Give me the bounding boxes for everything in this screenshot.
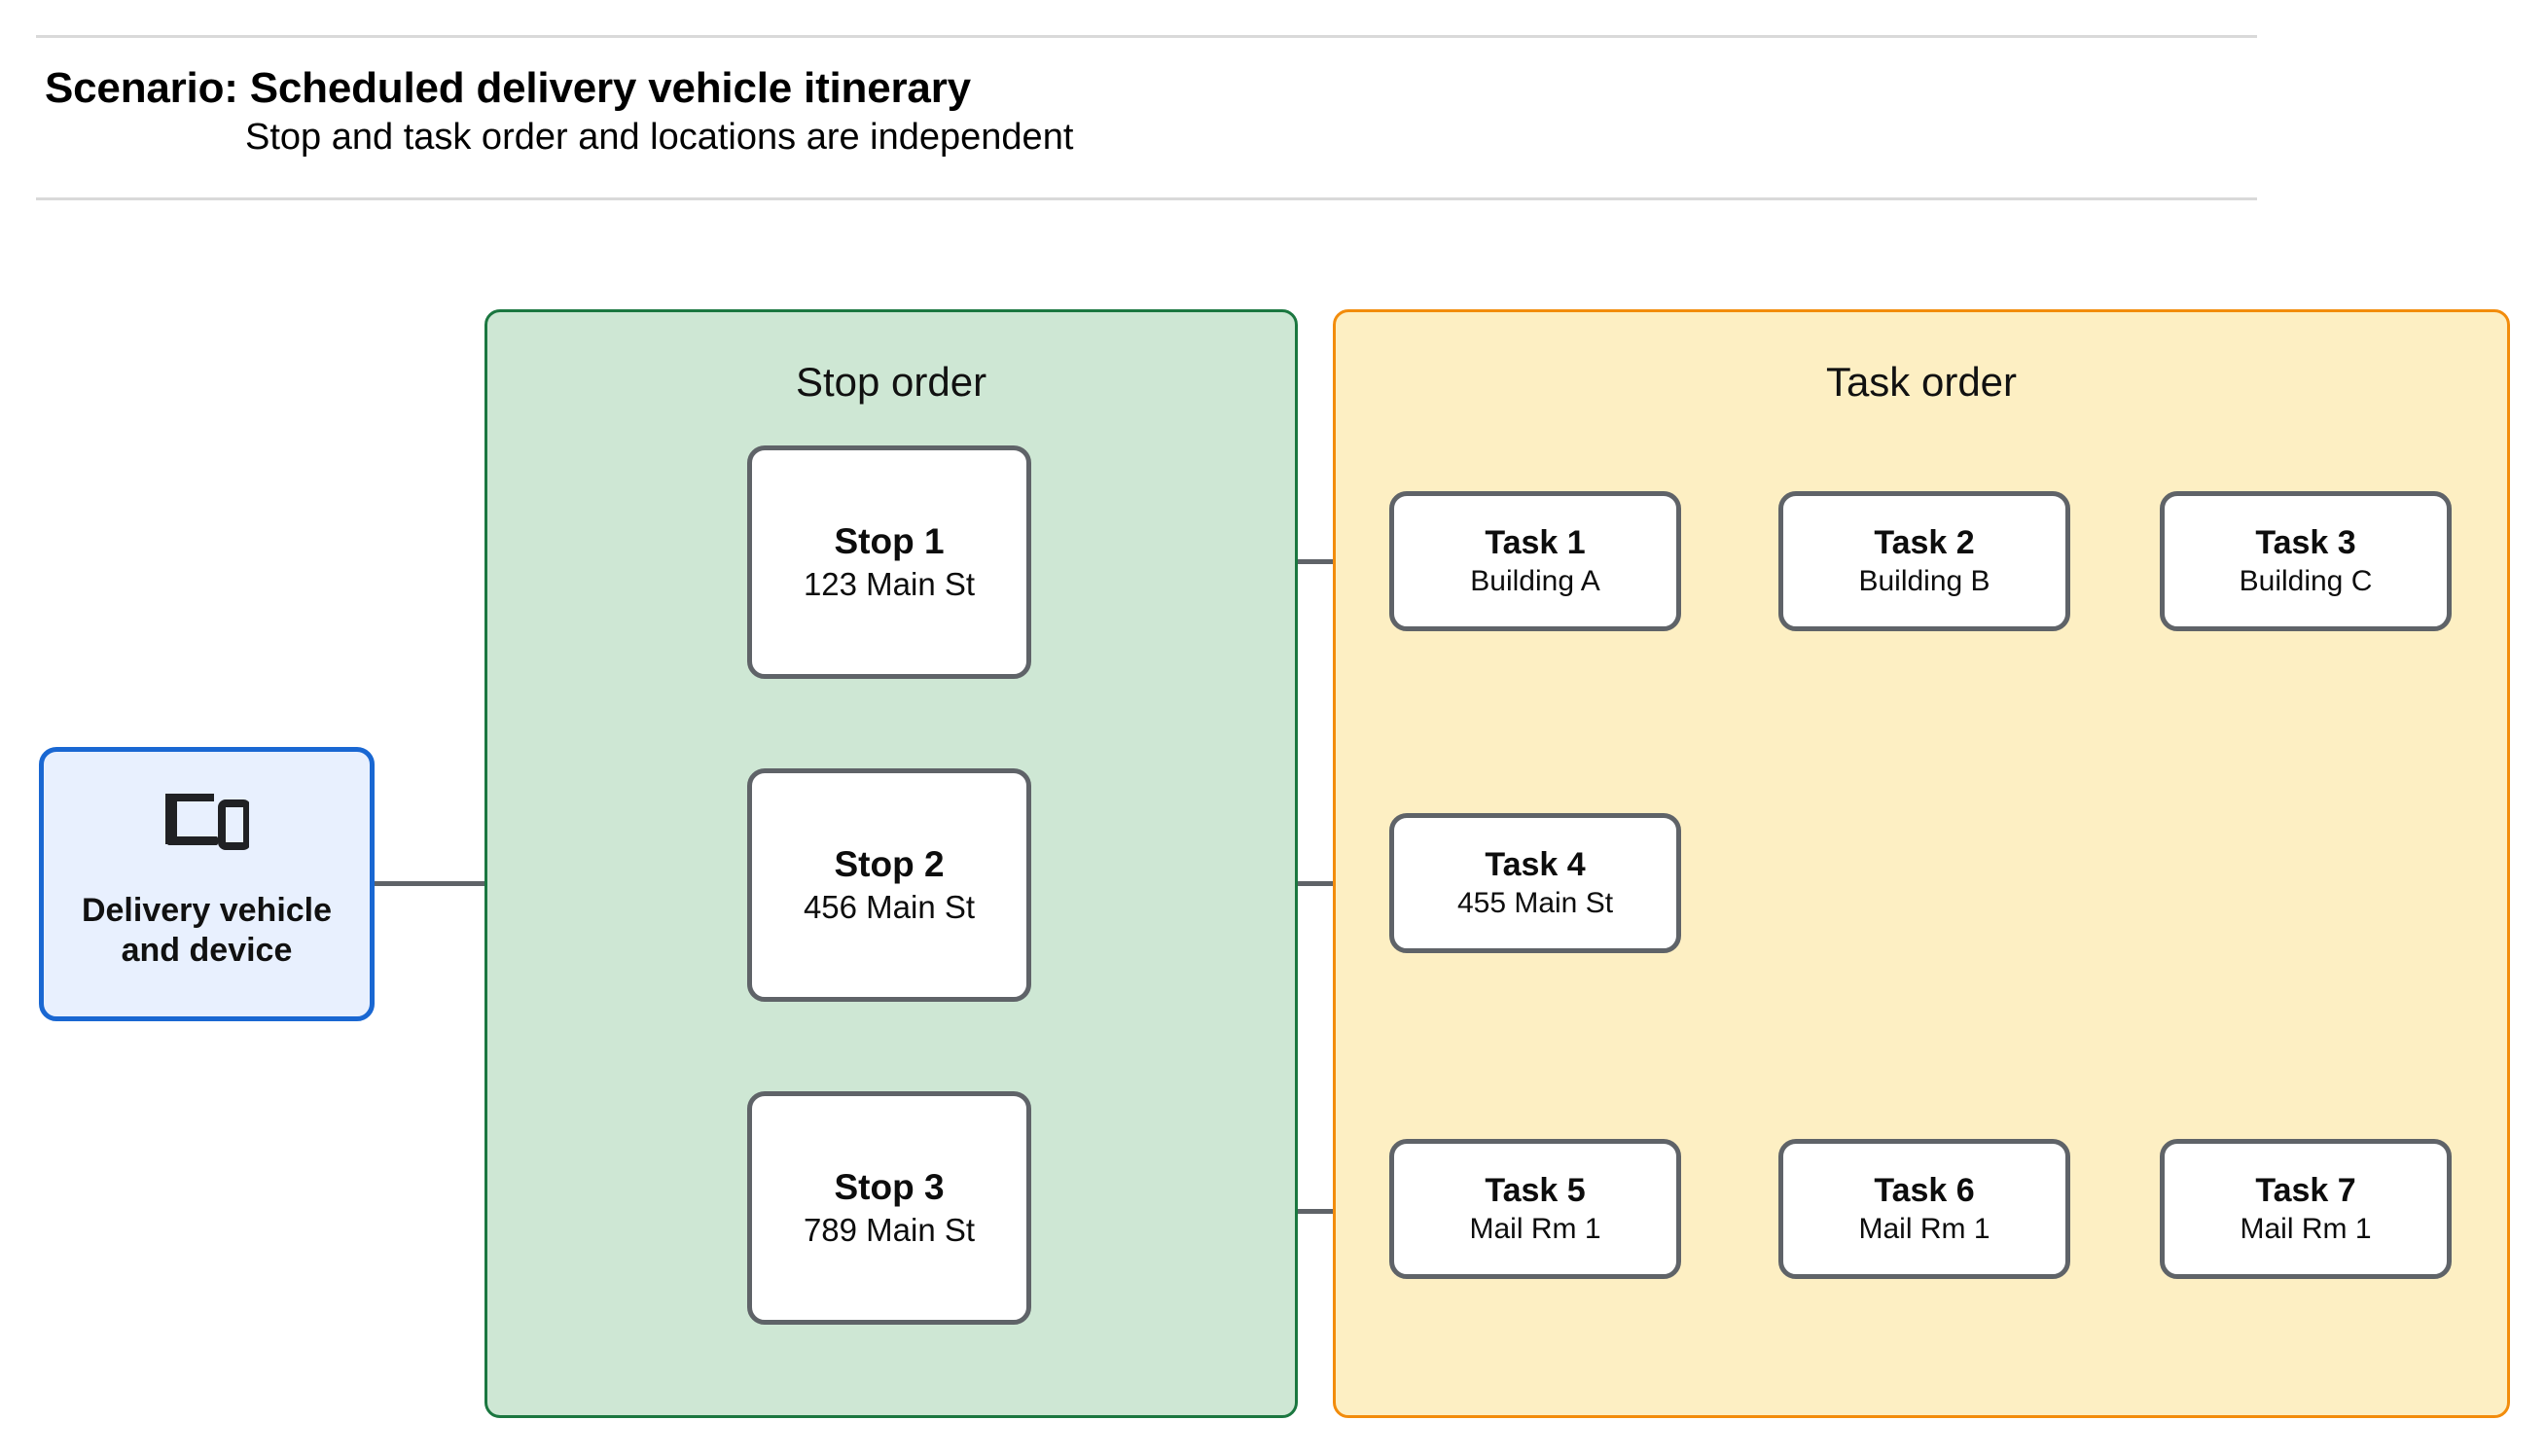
task-node-3-location: Building C bbox=[2239, 564, 2373, 597]
task-node-4-title: Task 4 bbox=[1485, 845, 1586, 883]
stop-node-2-address: 456 Main St bbox=[803, 888, 976, 925]
delivery-vehicle-and-device-node[interactable]: Delivery vehicle and device bbox=[39, 747, 375, 1021]
task-node-1-location: Building A bbox=[1470, 564, 1600, 597]
task-node-5-location: Mail Rm 1 bbox=[1469, 1212, 1601, 1245]
task-node-2[interactable]: Task 2 Building B bbox=[1778, 491, 2070, 631]
task-node-2-location: Building B bbox=[1858, 564, 1990, 597]
task-node-6-title: Task 6 bbox=[1874, 1171, 1975, 1209]
task-node-5[interactable]: Task 5 Mail Rm 1 bbox=[1389, 1139, 1681, 1279]
stop-node-1-address: 123 Main St bbox=[803, 565, 976, 602]
task-node-4[interactable]: Task 4 455 Main St bbox=[1389, 813, 1681, 953]
page-subtitle: Stop and task order and locations are in… bbox=[245, 117, 1074, 158]
device-label-line-1: Delivery vehicle bbox=[81, 891, 333, 929]
device-label: Delivery vehicle and device bbox=[82, 891, 332, 972]
header-divider-top bbox=[36, 35, 2257, 38]
task-node-3-title: Task 3 bbox=[2255, 523, 2356, 561]
stop-node-3-title: Stop 3 bbox=[834, 1167, 945, 1208]
task-node-4-location: 455 Main St bbox=[1456, 886, 1614, 919]
task-node-1[interactable]: Task 1 Building A bbox=[1389, 491, 1681, 631]
stop-node-1-title: Stop 1 bbox=[834, 521, 945, 562]
task-node-5-title: Task 5 bbox=[1485, 1171, 1586, 1209]
stop-node-2-title: Stop 2 bbox=[834, 844, 945, 885]
page-title: Scenario: Scheduled delivery vehicle iti… bbox=[45, 64, 971, 112]
connector-device-to-trunk bbox=[375, 881, 553, 886]
task-node-6[interactable]: Task 6 Mail Rm 1 bbox=[1778, 1139, 2070, 1279]
task-node-7[interactable]: Task 7 Mail Rm 1 bbox=[2160, 1139, 2452, 1279]
stop-node-3[interactable]: Stop 3 789 Main St bbox=[747, 1091, 1031, 1325]
task-node-2-title: Task 2 bbox=[1874, 523, 1975, 561]
header-divider-bottom bbox=[36, 197, 2257, 200]
stop-node-3-address: 789 Main St bbox=[803, 1211, 976, 1248]
task-node-6-location: Mail Rm 1 bbox=[1858, 1212, 1990, 1245]
task-node-7-location: Mail Rm 1 bbox=[2240, 1212, 2372, 1245]
task-node-7-title: Task 7 bbox=[2255, 1171, 2356, 1209]
stop-node-1[interactable]: Stop 1 123 Main St bbox=[747, 445, 1031, 679]
task-node-3[interactable]: Task 3 Building C bbox=[2160, 491, 2452, 631]
task-node-1-title: Task 1 bbox=[1485, 523, 1586, 561]
stop-order-lane-title: Stop order bbox=[795, 359, 987, 405]
stop-node-2[interactable]: Stop 2 456 Main St bbox=[747, 768, 1031, 1002]
task-order-lane-title: Task order bbox=[1825, 359, 2018, 405]
device-label-line-2: and device bbox=[121, 932, 293, 969]
devices-icon bbox=[164, 790, 251, 850]
